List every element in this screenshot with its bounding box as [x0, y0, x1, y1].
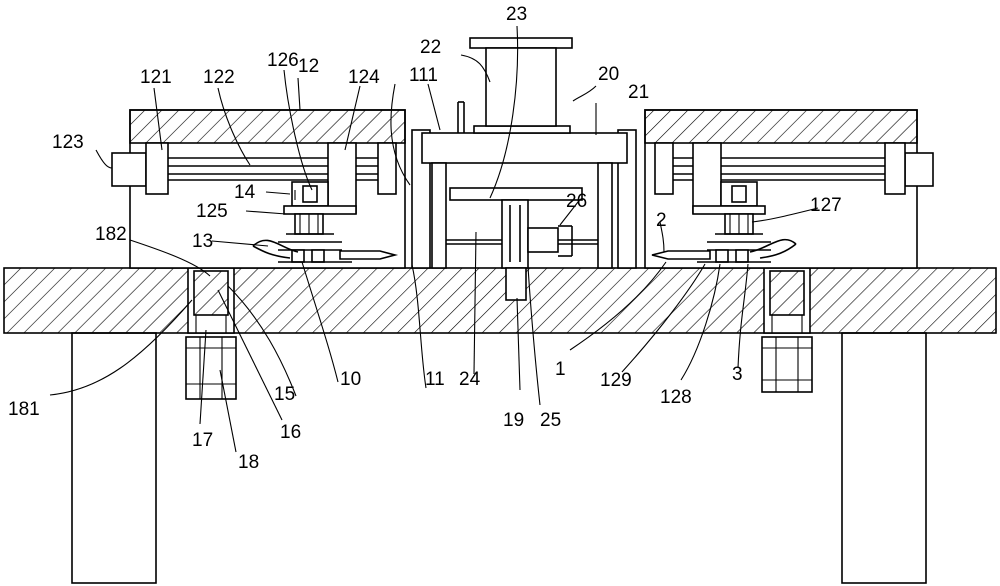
side-frame-left [129, 109, 406, 269]
label-181: 181 [8, 399, 40, 420]
table-top [3, 267, 997, 334]
label-126: 126 [267, 50, 299, 71]
label-16: 16 [280, 422, 301, 443]
label-182: 182 [95, 224, 127, 245]
label-127: 127 [810, 195, 842, 216]
label-19: 19 [503, 410, 524, 431]
label-128: 128 [660, 387, 692, 408]
label-3: 3 [732, 364, 743, 385]
label-11: 11 [425, 369, 445, 390]
part-labels: 23 22 20 21 111 121 122 126 12 124 123 1… [8, 4, 842, 473]
label-124: 124 [348, 67, 380, 88]
label-15: 15 [274, 384, 295, 405]
label-13: 13 [192, 231, 213, 252]
label-12: 12 [298, 56, 319, 77]
label-125: 125 [196, 201, 228, 222]
label-21: 21 [628, 82, 649, 103]
label-122: 122 [203, 67, 235, 88]
label-17: 17 [192, 430, 213, 451]
table-insert-right [763, 267, 811, 334]
label-1: 1 [555, 359, 566, 380]
label-14: 14 [234, 182, 256, 203]
label-10: 10 [340, 369, 361, 390]
label-111: 111 [409, 65, 438, 86]
label-123: 123 [52, 132, 84, 153]
left-guide-assembly [111, 142, 399, 263]
label-2: 2 [656, 210, 667, 231]
label-22: 22 [420, 37, 441, 58]
lower-clamp-left [185, 336, 237, 400]
lower-clamp-right [761, 336, 813, 393]
label-24: 24 [459, 369, 481, 390]
label-121: 121 [140, 67, 172, 88]
label-20: 20 [598, 64, 619, 85]
leader-lines [49, 25, 819, 453]
right-guide-assembly [651, 142, 934, 263]
table-insert-left [187, 267, 235, 334]
central-station [411, 37, 637, 301]
label-18: 18 [238, 452, 259, 473]
side-frame-right [644, 109, 918, 269]
label-26: 26 [566, 191, 587, 212]
label-25: 25 [540, 410, 561, 431]
label-23: 23 [506, 4, 527, 25]
label-129: 129 [600, 370, 632, 391]
